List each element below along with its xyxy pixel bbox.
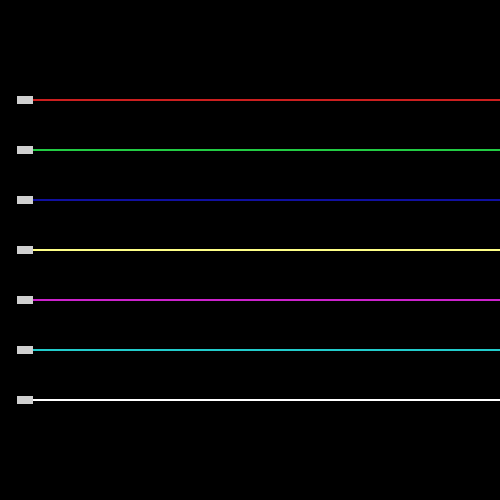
line-row-white [0,395,500,405]
line-handle-green[interactable] [17,146,33,154]
line-handle-yellow[interactable] [17,246,33,254]
line-green [33,149,500,151]
line-row-green [0,145,500,155]
line-handle-cyan[interactable] [17,346,33,354]
line-magenta [33,299,500,301]
line-row-cyan [0,345,500,355]
line-red [33,99,500,101]
line-handle-red[interactable] [17,96,33,104]
line-handle-blue[interactable] [17,196,33,204]
line-handle-magenta[interactable] [17,296,33,304]
line-white [33,399,500,401]
line-row-yellow [0,245,500,255]
line-row-blue [0,195,500,205]
line-yellow [33,249,500,251]
line-cyan [33,349,500,351]
line-row-magenta [0,295,500,305]
line-row-red [0,95,500,105]
line-blue [33,199,500,201]
line-handle-white[interactable] [17,396,33,404]
